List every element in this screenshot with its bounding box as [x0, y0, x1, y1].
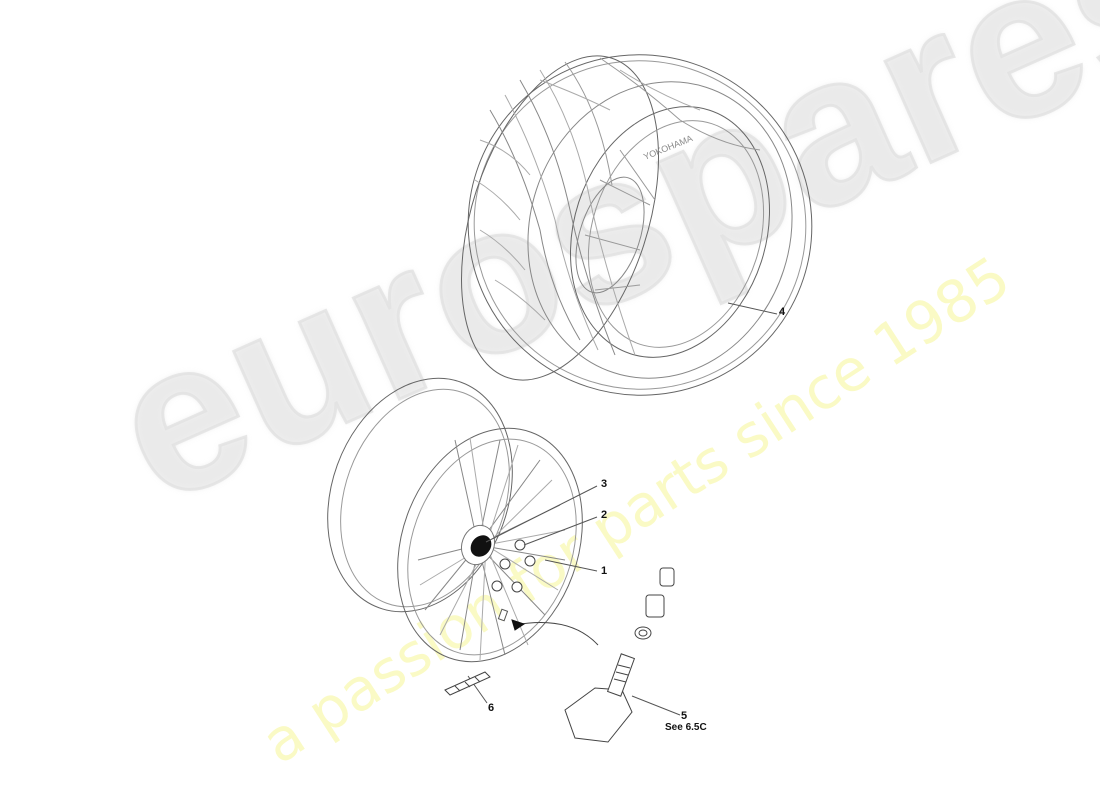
tyre-drawing — [461, 54, 813, 396]
tyre-brand-text: YOKOHAMA — [642, 133, 694, 162]
valve-parts — [634, 567, 675, 640]
balance-weight — [444, 671, 491, 696]
wheel-valve — [497, 608, 509, 622]
wheel-drawing — [327, 377, 583, 663]
callout-1: 1 — [601, 565, 608, 577]
tpms-sensor — [564, 653, 636, 743]
callout-2: 2 — [601, 509, 608, 521]
callout-6: 6 — [488, 702, 495, 714]
wheel-nuts — [491, 539, 536, 593]
callout-5-note: See 6.5C — [665, 722, 707, 733]
callout-3: 3 — [601, 478, 608, 490]
centre-cap — [470, 535, 492, 557]
callout-4: 4 — [779, 306, 786, 318]
callout-5: 5 — [681, 710, 688, 722]
